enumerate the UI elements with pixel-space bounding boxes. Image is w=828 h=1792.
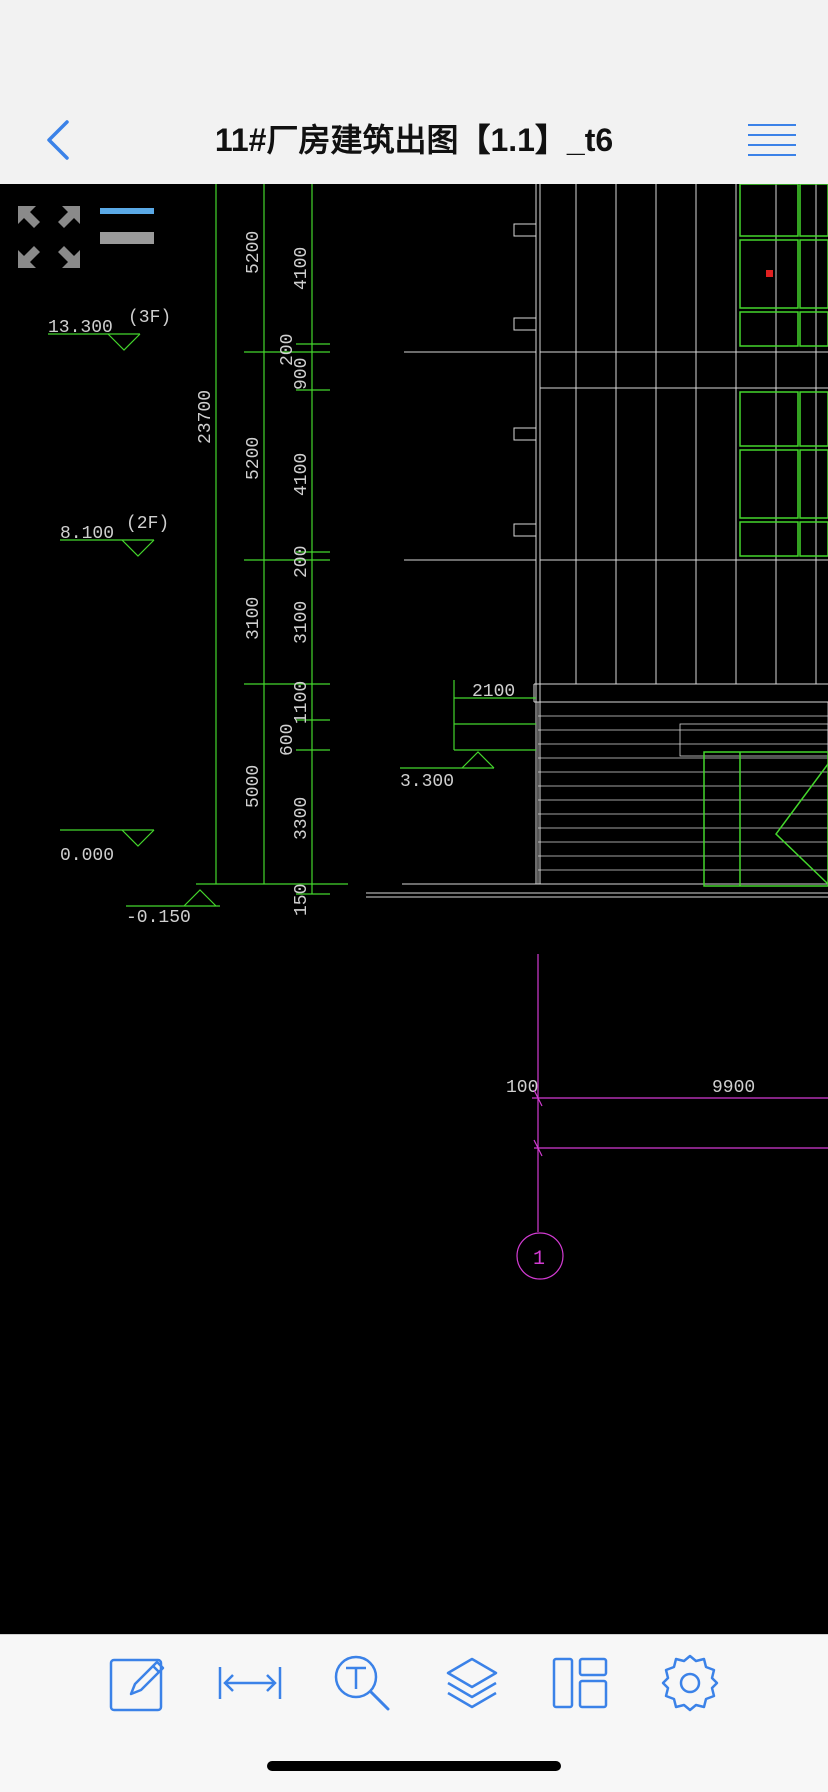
dim-canopy: 2100: [472, 682, 515, 702]
cad-canvas[interactable]: 13.300 (3F) 8.100 (2F) 0.000 -0.150 3.30…: [0, 184, 828, 1634]
layout-button[interactable]: [544, 1647, 616, 1719]
line-toggle-button[interactable]: [100, 206, 160, 246]
text-search-icon: [334, 1655, 390, 1711]
settings-icon: [661, 1654, 719, 1712]
line-width-icon: [100, 208, 154, 244]
dim-col3-5: 3100: [292, 601, 312, 644]
dim-col2-1: 5200: [244, 437, 264, 480]
dimension-lines: [48, 184, 536, 907]
dim-total: 23700: [196, 390, 216, 444]
edit-icon: [109, 1658, 165, 1712]
dim-col2-0: 5200: [244, 231, 264, 274]
facade-lines: [366, 184, 828, 898]
elevation-8100: 8.100: [60, 524, 114, 544]
elevation-2f: (2F): [126, 514, 169, 534]
axis-bubble: [516, 1232, 564, 1280]
expand-collapse-icon: [18, 206, 80, 268]
selection-marker: [766, 270, 773, 277]
axis-label: 1: [533, 1248, 545, 1271]
cad-drawing: 13.300 (3F) 8.100 (2F) 0.000 -0.150 3.30…: [48, 184, 828, 1280]
elevation-3300: 3.300: [400, 772, 454, 792]
dim-col3-7: 600: [278, 724, 298, 756]
page-title: 11#厂房建筑出图【1.1】_t6: [214, 122, 614, 158]
dim-grid-offset: 100: [506, 1078, 538, 1098]
measure-button[interactable]: [214, 1647, 286, 1719]
layers-button[interactable]: [436, 1647, 508, 1719]
brick-wall: [537, 701, 828, 885]
dim-grid-span: 9900: [712, 1078, 755, 1098]
hamburger-icon: [748, 124, 796, 156]
dim-col3-6: 1100: [292, 681, 312, 724]
edit-button[interactable]: [102, 1647, 174, 1719]
status-bar: [0, 0, 828, 96]
nav-bar: 11#厂房建筑出图【1.1】_t6: [0, 96, 828, 185]
dim-col3-9: 150: [292, 884, 312, 916]
elevation-3f: (3F): [128, 308, 171, 328]
elevation-minus-0150: -0.150: [126, 908, 191, 928]
home-indicator: [267, 1761, 561, 1771]
back-button[interactable]: [28, 110, 88, 170]
fit-view-button[interactable]: [14, 202, 84, 272]
menu-button[interactable]: [742, 112, 802, 168]
elevation-0000: 0.000: [60, 846, 114, 866]
chevron-left-icon: [47, 120, 69, 160]
dim-col2-2: 3100: [244, 597, 264, 640]
dim-col2-3: 5000: [244, 765, 264, 808]
text-search-button[interactable]: [326, 1647, 398, 1719]
layout-icon: [552, 1657, 608, 1709]
dim-col3-4: 200: [292, 546, 312, 578]
dim-col3-8: 3300: [292, 797, 312, 840]
measure-icon: [218, 1667, 282, 1699]
dim-col3-1: 200: [278, 334, 298, 366]
settings-button[interactable]: [654, 1647, 726, 1719]
windows: [703, 184, 828, 887]
dim-col3-3: 4100: [292, 453, 312, 496]
layers-icon: [446, 1657, 498, 1709]
dim-col3-2: 900: [292, 358, 312, 390]
elevation-13300: 13.300: [48, 318, 113, 338]
dim-col3-0: 4100: [292, 247, 312, 290]
axis-grid: [516, 954, 828, 1280]
